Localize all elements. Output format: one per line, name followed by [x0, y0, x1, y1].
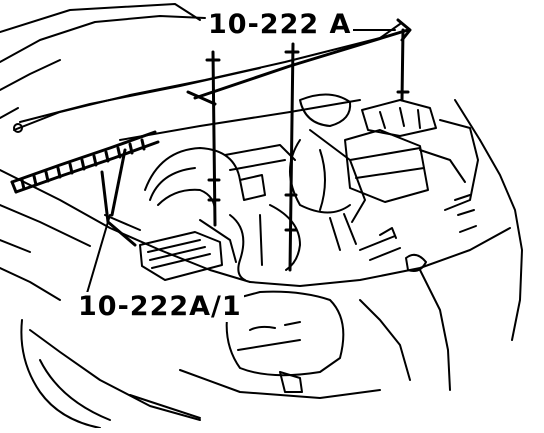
- callout-label-10-222a: 10-222 A: [206, 9, 354, 40]
- engine-components: [105, 94, 478, 280]
- car-body: [0, 100, 522, 428]
- callout-label-10-222a-1: 10-222A/1: [76, 291, 244, 322]
